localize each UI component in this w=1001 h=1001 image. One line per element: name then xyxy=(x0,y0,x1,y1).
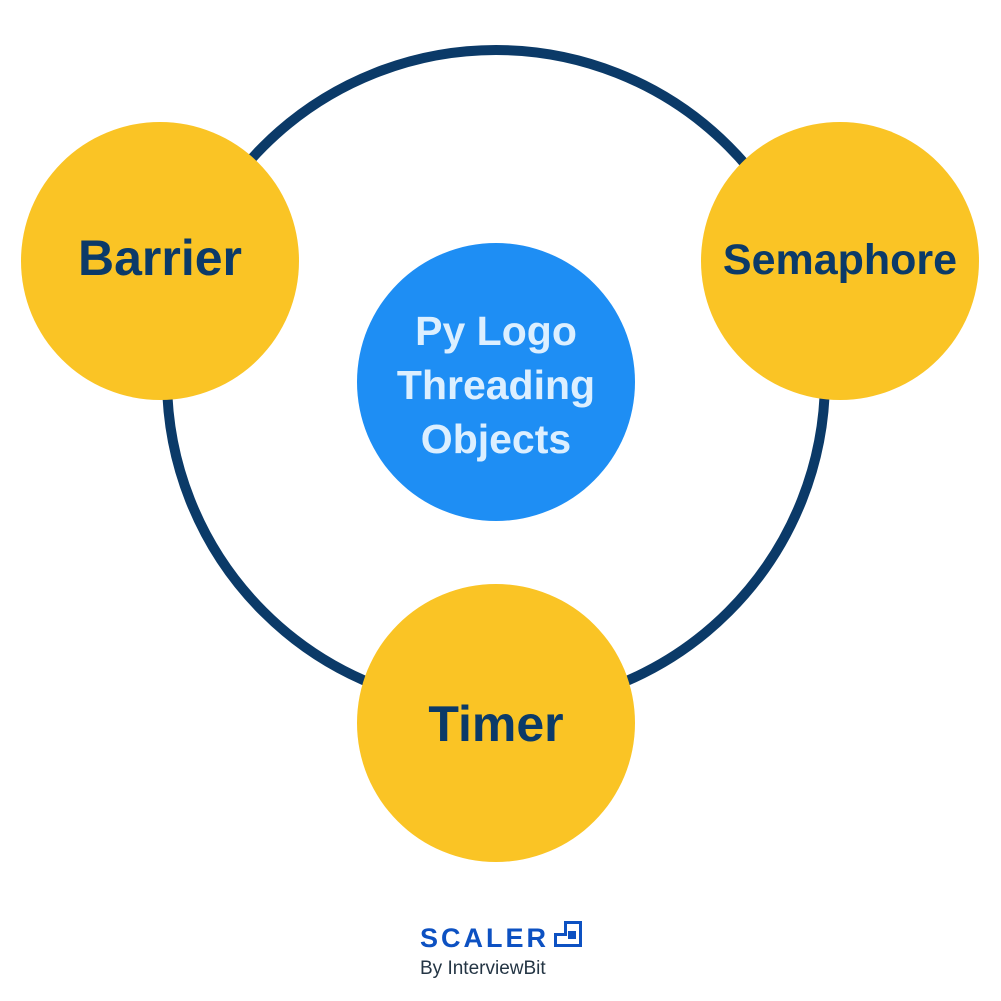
node-semaphore: Semaphore xyxy=(701,122,979,400)
semaphore-label: Semaphore xyxy=(723,236,957,284)
brand-tagline: By InterviewBit xyxy=(420,958,546,979)
center-label-line-3: Objects xyxy=(421,416,571,462)
node-timer: Timer xyxy=(357,584,635,862)
scaler-logo-icon xyxy=(554,921,582,947)
brand-footer: SCALER By InterviewBit xyxy=(400,918,600,988)
barrier-label: Barrier xyxy=(78,230,242,286)
semaphore-circle xyxy=(701,122,979,400)
node-barrier: Barrier xyxy=(21,122,299,400)
center-label-line-1: Py Logo xyxy=(415,308,577,354)
brand-name: SCALER xyxy=(420,923,550,953)
center-circle xyxy=(357,243,635,521)
timer-label: Timer xyxy=(428,696,563,752)
node-center: Py Logo Threading Objects xyxy=(357,243,635,521)
timer-circle xyxy=(357,584,635,862)
center-label-line-2: Threading xyxy=(397,362,595,408)
barrier-circle xyxy=(21,122,299,400)
